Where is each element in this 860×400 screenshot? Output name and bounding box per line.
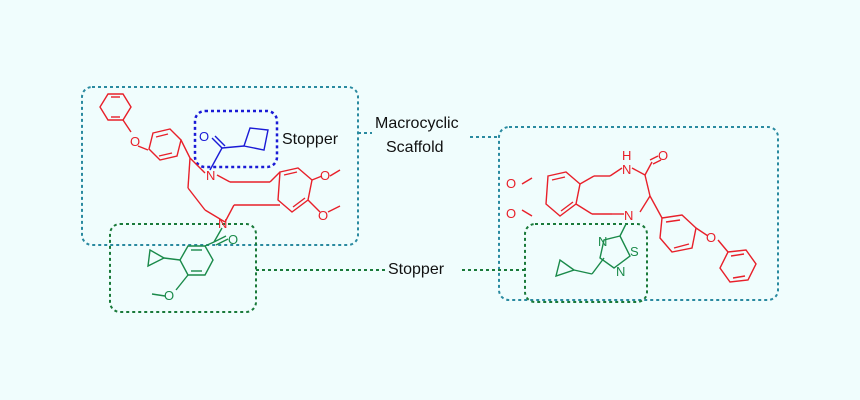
right-scaffold-structure	[521, 155, 757, 283]
right-amide-hydrogen: H	[622, 148, 631, 163]
right-methoxy-oxygen-2: O	[506, 206, 516, 221]
left-top-stopper-box	[193, 109, 279, 169]
left-methoxy-oxygen-2: O	[318, 208, 328, 223]
right-thiadiazole-nitrogen-2: N	[616, 264, 625, 279]
right-bottom-stopper-box	[524, 223, 648, 303]
stopper-bottom-label: Stopper	[388, 260, 445, 280]
left-bottom-stopper-box	[109, 223, 257, 313]
left-scaffold-structure	[99, 93, 341, 223]
left-scaffold-box	[81, 86, 359, 246]
right-thiadiazole-nitrogen-1: N	[598, 234, 607, 249]
left-top-nitrogen: N	[206, 168, 215, 183]
left-carbonyl-oxygen-green: O	[228, 232, 238, 247]
right-carbonyl-oxygen: O	[658, 148, 668, 163]
right-ring-nitrogen: N	[624, 208, 633, 223]
left-ether-oxygen: O	[130, 134, 140, 149]
left-bottom-nitrogen: N	[218, 216, 227, 231]
right-ether-oxygen: O	[706, 230, 716, 245]
right-amide-nitrogen: N	[622, 162, 631, 177]
right-bottom-stopper-structure	[555, 223, 631, 278]
left-carbonyl-oxygen-blue: O	[199, 129, 209, 144]
left-methoxy-oxygen-1: O	[320, 168, 330, 183]
stopper-top-label: Stopper	[282, 130, 339, 150]
right-scaffold-box	[498, 126, 779, 301]
right-methoxy-oxygen-1: O	[506, 176, 516, 191]
macrocyclic-label-line1: Macrocyclic	[375, 114, 459, 134]
left-bottom-stopper-structure	[147, 227, 229, 297]
right-thiadiazole-sulfur: S	[630, 244, 639, 259]
macrocyclic-label-line2: Scaffold	[386, 138, 444, 158]
left-top-stopper-structure	[209, 127, 269, 171]
left-methoxy-oxygen-green: O	[164, 288, 174, 303]
